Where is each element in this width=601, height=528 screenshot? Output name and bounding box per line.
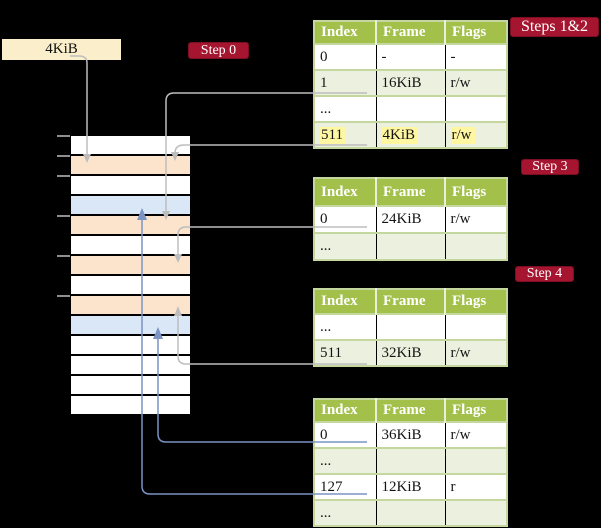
column-header-index: Index [314,21,376,44]
column-header-flags: Flags [444,21,507,44]
table-cell: r/w [444,205,507,233]
table-cell: 127 [314,473,376,500]
page-table-final-row-...: ... [314,447,507,474]
column-header-index: Index [314,289,376,314]
frame-boundary-tick-2 [57,175,70,177]
page-table-step-4-row-...: ... [314,313,507,340]
highlighted-value: r/w [450,126,475,144]
column-header-frame: Frame [375,289,445,314]
memory-frame-6-pagetable [71,256,190,274]
memory-frame-9-data [71,316,190,334]
table-cell [444,232,507,260]
frame-boundary-tick-4 [57,255,70,257]
page-table-steps-1-2-row-0: 0-- [314,43,507,70]
table-cell [444,499,507,526]
page-table-steps-1-2-row-...: ... [314,95,507,122]
column-header-frame: Frame [375,178,445,206]
memory-frame-11-free [71,356,190,374]
column-header-index: Index [314,399,376,422]
table-cell [444,95,507,122]
memory-frame-8-pagetable [71,296,190,314]
memory-frame-3-data [71,196,190,214]
memory-frame-5-free [71,236,190,254]
table-cell: ... [314,499,376,526]
memory-frame-12-free [71,376,190,394]
memory-frame-10-free [71,336,190,354]
badge-step-0: Step 0 [188,42,249,59]
table-cell: 4KiB [375,121,445,148]
table-cell: 0 [314,43,376,70]
memory-frame-1-pagetable [71,156,190,174]
table-cell: 24KiB [375,205,445,233]
memory-frame-2-free [71,176,190,194]
table-cell: r/w [444,69,507,96]
table-cell: 511 [314,339,376,366]
memory-frame-7-free [71,276,190,294]
table-cell: - [444,43,507,70]
memory-frame-13-free [71,396,190,414]
table-cell [375,499,445,526]
badge-step-4: Step 4 [515,266,574,282]
page-table-step-3-row-...: ... [314,232,507,260]
badge-step-3: Step 3 [521,159,579,175]
highlighted-value: 4KiB [381,126,419,144]
table-cell: ... [314,447,376,474]
table-cell: 12KiB [375,473,445,500]
frame-boundary-tick-3 [57,215,70,217]
table-cell: r/w [444,339,507,366]
table-cell [375,95,445,122]
table-cell: ... [314,95,376,122]
table-cell: ... [314,232,376,260]
table-cell: - [375,43,445,70]
frame-boundary-tick-1 [57,155,70,157]
memory-frame-4-pagetable [71,216,190,234]
table-cell: ... [314,313,376,340]
table-cell [375,232,445,260]
table-cell [375,447,445,474]
table-cell: 0 [314,205,376,233]
badge-steps-1-2: Steps 1&2 [510,17,599,37]
table-cell: 511 [314,121,376,148]
frame-boundary-tick-5 [57,295,70,297]
frame-size-label: 4KiB [45,41,78,57]
table-cell: r/w [444,121,507,148]
table-cell: 1 [314,69,376,96]
memory-frame-0-free [71,136,190,154]
frame-size-label-box: 4KiB [2,39,121,60]
table-cell: 36KiB [375,421,445,448]
table-cell [444,313,507,340]
column-header-flags: Flags [444,289,507,314]
column-header-frame: Frame [375,399,445,422]
table-cell: 0 [314,421,376,448]
table-cell: r/w [444,421,507,448]
column-header-index: Index [314,178,376,206]
page-table-steps-1-2-row-511: 511 4KiB r/w [314,121,507,148]
column-header-flags: Flags [444,178,507,206]
table-cell: 16KiB [375,69,445,96]
page-table-final-row-...: ... [314,499,507,526]
table-cell [444,447,507,474]
column-header-frame: Frame [375,21,445,44]
column-header-flags: Flags [444,399,507,422]
table-cell: r [444,473,507,500]
highlighted-value: 511 [320,126,346,144]
table-cell: 32KiB [375,339,445,366]
frame-boundary-tick-0 [57,135,70,137]
table-cell [375,313,445,340]
